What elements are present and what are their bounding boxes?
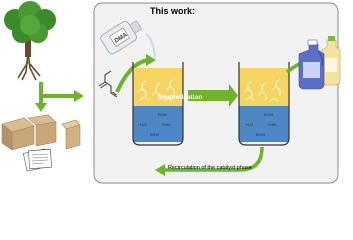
tree-icon xyxy=(4,1,56,81)
reactor-1-phase-label-1: EtOH xyxy=(158,113,168,117)
diagram-canvas: DMA EtOH H₂O PdXL EtOH xyxy=(1,1,341,184)
reactor-1 xyxy=(132,62,184,146)
butadiene-molecule-icon xyxy=(98,70,118,98)
recirculation-label: Recirculation of the catalyst phase xyxy=(168,165,252,171)
reactor-1-phase-label-2: H₂O xyxy=(140,123,147,127)
diagram-title: This work: xyxy=(150,6,196,16)
reactor-2-phase-label-1: EtOH xyxy=(264,113,274,117)
reactor-1-phase-label-3: PdXL xyxy=(162,123,171,127)
reactor-2 xyxy=(238,62,290,146)
feed-arrow xyxy=(115,58,149,93)
telomerization-label: Telomerization xyxy=(157,94,203,101)
pouring-stream xyxy=(145,33,156,59)
cardboard-boxes-icon xyxy=(1,114,81,151)
dma-bottle-icon: DMA xyxy=(100,20,143,55)
reactor-2-phase-label-4: EtOH xyxy=(256,133,266,137)
paper-stack-icon xyxy=(23,148,52,172)
telomerization-arrow-head xyxy=(229,84,238,107)
reactor-2-phase-label-3: PdXL xyxy=(268,123,277,127)
reactor-1-phase-label-4: EtOH xyxy=(150,133,160,137)
detergent-bottles-icon xyxy=(298,36,341,90)
recirculation-arrow xyxy=(163,146,264,172)
telomerization-arrow-body xyxy=(188,90,230,101)
feedstock-arrows xyxy=(35,82,84,112)
process-diagram: DMA EtOH H₂O PdXL EtOH xyxy=(1,1,341,184)
reactor-2-phase-label-2: H₂O xyxy=(246,123,253,127)
